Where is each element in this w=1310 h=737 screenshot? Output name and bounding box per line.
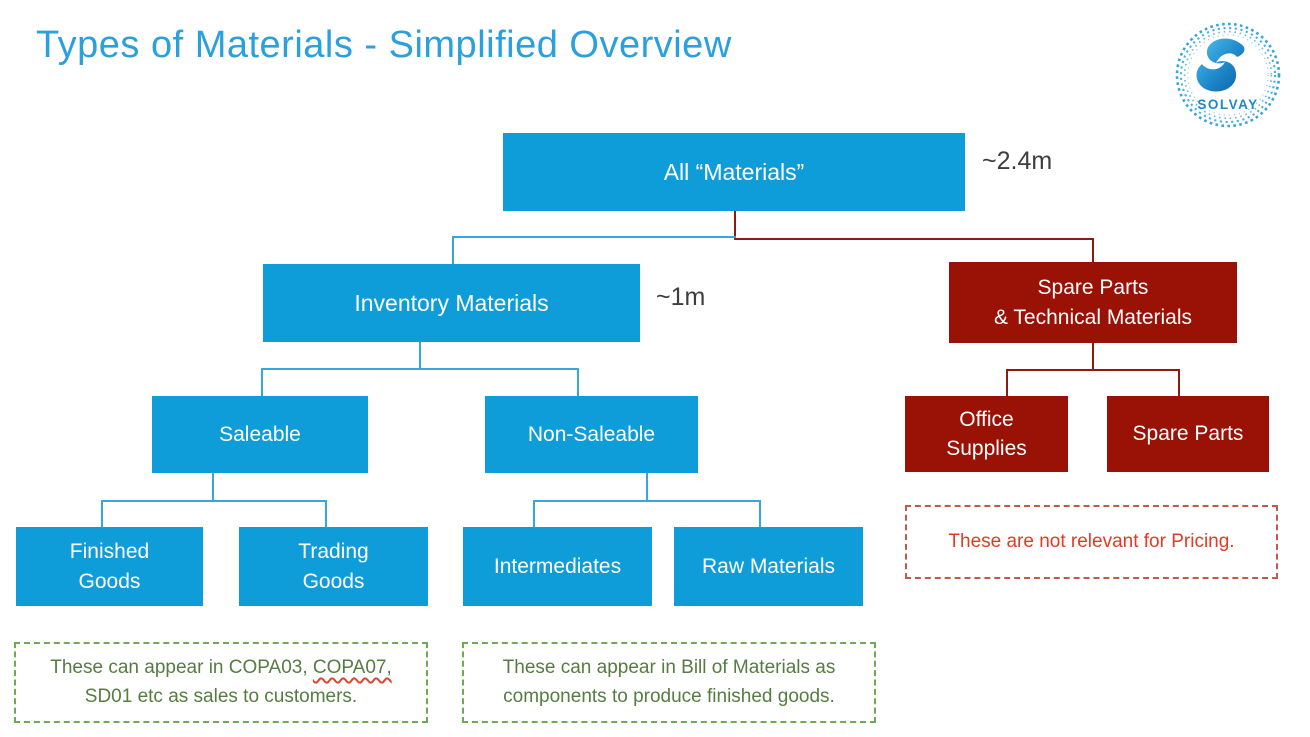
connector-to-finished-v [101,500,103,527]
node-inventory-materials: Inventory Materials [263,264,640,342]
node-saleable: Saleable [152,396,368,473]
node-spare-parts-label: Spare Parts [1132,422,1244,446]
node-intermediates-label: Intermediates [493,554,622,578]
node-non-saleable: Non-Saleable [485,396,698,473]
node-saleable-label: Saleable [219,422,301,446]
node-spare-parts: Spare Parts [1107,396,1269,472]
count-all-materials: ~2.4m [982,147,1053,175]
connector-sparetech-stub [1092,343,1094,369]
node-spare-technical-materials-label: Spare Parts & Technical Materials [993,276,1193,329]
node-intermediates: Intermediates [463,527,652,606]
connector-inventory-stub [419,342,421,368]
note-not-relevant-pricing: These are not relevant for Pricing. [905,505,1278,579]
note-bom-line1: These can appear in Bill of Materials as [502,657,836,678]
node-non-saleable-label: Non-Saleable [527,422,656,446]
note-sales-misspelled-word: COPA07, [312,657,392,678]
node-office-supplies: Office Supplies [905,396,1068,472]
logo-brand-text: SOLVAY [1197,97,1258,112]
connector-inventory-h [261,368,579,370]
connector-all-stub [734,211,736,238]
connector-to-office-v [1006,369,1008,396]
solvay-logo: SOLVAY [1175,22,1281,128]
count-inventory-materials: ~1m [656,283,706,311]
note-sales-part1: These can appear in COPA03, [50,657,313,678]
connector-all-to-spare-h [734,238,1094,240]
node-trading-goods: Trading Goods [239,527,428,606]
connector-to-saleable-v [261,368,263,396]
connector-nonsaleable-stub [646,473,648,500]
connector-to-raw-v [759,500,761,527]
connector-to-intermediates-v [533,500,535,527]
note-sales-to-customers: These can appear in COPA03, COPA07, SD01… [14,642,428,723]
node-raw-materials: Raw Materials [674,527,863,606]
node-inventory-materials-label: Inventory Materials [354,289,549,316]
note-bill-of-materials: These can appear in Bill of Materials as… [462,642,876,723]
node-trading-goods-label: Trading Goods [298,540,369,593]
logo-dot-ring [1175,22,1281,128]
connector-to-nonsaleable-v [577,368,579,396]
node-raw-materials-label: Raw Materials [701,554,836,578]
node-all-materials: All “Materials” [503,133,965,211]
connector-saleable-h [101,500,327,502]
node-all-materials-label: All “Materials” [663,158,805,185]
connector-nonsaleable-h [533,500,761,502]
note-bom-line2: components to produce finished goods. [503,685,835,707]
connector-sparetech-h [1006,369,1180,371]
note-sales-line1: These can appear in COPA03, COPA07, [50,654,392,683]
logo-s-swoosh [1196,38,1245,92]
note-sales-line2: SD01 etc as sales to customers. [84,685,358,707]
connector-all-to-inventory-v [452,236,454,264]
connector-saleable-stub [212,473,214,500]
page-title: Types of Materials - Simplified Overview [36,24,732,66]
connector-all-to-inventory-h [452,236,736,238]
node-spare-technical-materials: Spare Parts & Technical Materials [949,262,1237,343]
connector-all-to-spare-v [1092,238,1094,262]
note-not-relevant-pricing-text: These are not relevant for Pricing. [948,530,1235,552]
node-finished-goods: Finished Goods [16,527,203,606]
connector-to-trading-v [325,500,327,527]
node-finished-goods-label: Finished Goods [69,540,150,593]
node-office-supplies-label: Office Supplies [946,407,1027,460]
connector-to-spareparts-v [1178,369,1180,396]
